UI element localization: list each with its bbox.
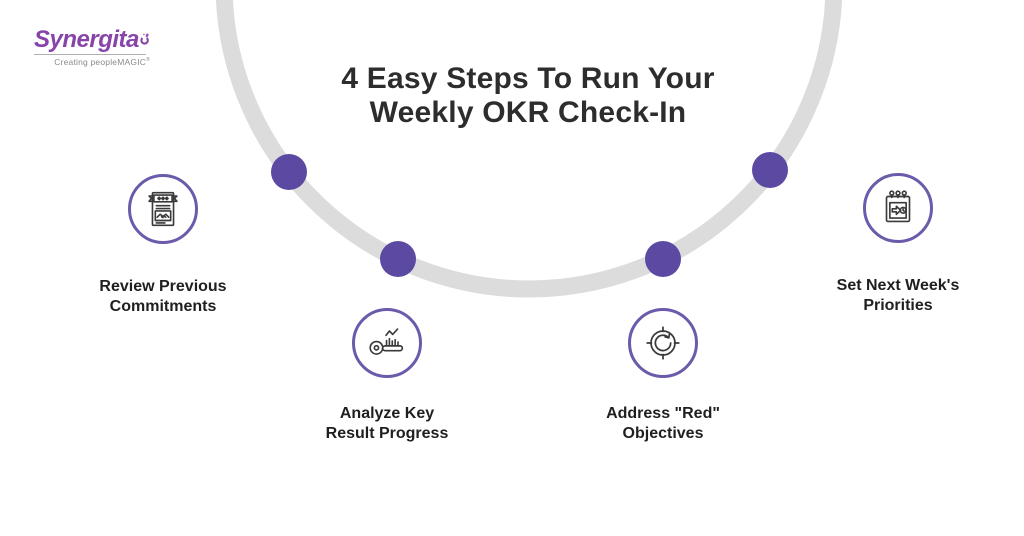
key-progress-icon — [369, 328, 404, 355]
brand-tagline: Creating peopleMAGIC® — [34, 57, 150, 67]
step-dot-2 — [380, 241, 416, 277]
brand-logo: Synergita Creating peopleMAGIC® — [34, 27, 150, 67]
arc-path — [215, 0, 843, 298]
step-dot-1 — [271, 154, 307, 190]
step-1-label: Review Previous Commitments — [63, 277, 263, 317]
page-title-line2: Weekly OKR Check-In — [369, 96, 687, 129]
logo-divider — [34, 54, 146, 55]
step-1-icon-circle — [128, 174, 198, 244]
step-3-label: Address "Red" Objectives — [563, 404, 763, 444]
step-2-label-line2: Result Progress — [325, 425, 449, 442]
step-2-label: Analyze Key Result Progress — [287, 404, 487, 444]
step-3-label-line2: Objectives — [622, 425, 704, 442]
step-dot-4 — [752, 152, 788, 188]
step-4-icon-circle — [863, 173, 933, 243]
brand-tagline-text: Creating peopleMAGIC — [54, 57, 147, 67]
step-2-icon-circle — [352, 308, 422, 378]
step-1-label-line2: Commitments — [109, 298, 217, 315]
step-4-label: Set Next Week's Priorities — [798, 276, 998, 316]
step-4-label-line2: Priorities — [863, 297, 933, 314]
step-2-label-line1: Analyze Key — [339, 405, 435, 422]
step-3-icon-circle — [628, 308, 698, 378]
step-3-label-line1: Address "Red" — [606, 405, 720, 422]
target-refresh-icon — [646, 326, 680, 360]
step-dot-3 — [645, 241, 681, 277]
synergita-swirl-icon — [140, 33, 149, 45]
certificate-handshake-icon — [148, 191, 178, 227]
page-title: 4 Easy Steps To Run Your Weekly OKR Chec… — [272, 62, 784, 130]
step-4-label-line1: Set Next Week's — [836, 277, 960, 294]
registered-mark: ® — [146, 57, 150, 64]
page-title-line1: 4 Easy Steps To Run Your — [341, 62, 715, 95]
step-1-label-line1: Review Previous — [99, 278, 227, 295]
brand-name: Synergita — [34, 26, 139, 53]
calendar-priorities-icon — [885, 190, 911, 223]
